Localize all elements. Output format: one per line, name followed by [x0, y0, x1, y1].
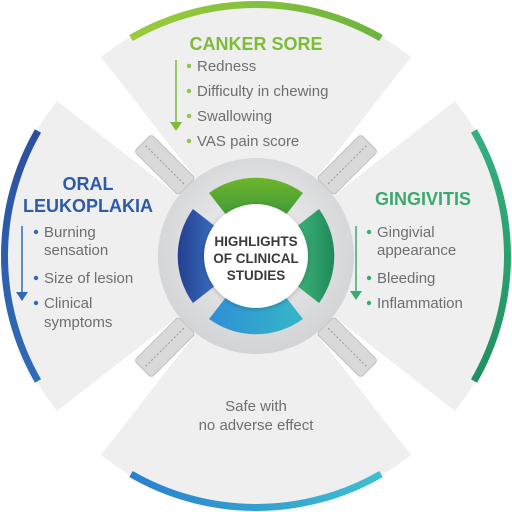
canker-sore-items: Redness Difficulty in chewing Swallowing…: [186, 58, 328, 150]
canker-sore-item: Swallowing: [197, 108, 272, 125]
hub-ring: [158, 158, 354, 354]
center-label: HIGHLIGHTS OF CLINICAL STUDIES: [213, 234, 299, 283]
left-sector: [3, 101, 257, 411]
oral-leukoplakia-arrow-icon: [16, 292, 28, 301]
oral-leukoplakia-section: ORAL LEUKOPLAKIA Burning sensation Size …: [16, 174, 153, 331]
safety-line-1: Safe with: [225, 398, 287, 415]
gingivitis-title: GINGIVITIS: [375, 189, 471, 209]
oral-leukoplakia-title-line-1: ORAL: [63, 174, 114, 194]
gingivitis-section: GINGIVITIS Gingivial appearance Bleeding…: [350, 189, 471, 312]
oral-leukoplakia-title-line-2: LEUKOPLAKIA: [23, 196, 153, 216]
center-line-3: STUDIES: [227, 268, 286, 283]
oral-leukoplakia-item: Burning: [44, 224, 96, 241]
tube-se: [317, 317, 377, 377]
canker-sore-title: CANKER SORE: [189, 34, 322, 54]
hub-left-segment: [177, 209, 216, 303]
bottom-arc: [129, 470, 383, 511]
oral-leukoplakia-item: Size of lesion: [44, 270, 133, 287]
gingivitis-item: appearance: [377, 242, 456, 259]
bottom-sector: [101, 256, 411, 509]
canker-sore-section: CANKER SORE Redness Difficulty in chewin…: [170, 34, 328, 150]
gingivitis-item: Bleeding: [377, 270, 435, 287]
oral-leukoplakia-item: symptoms: [44, 314, 112, 331]
left-arc: [1, 129, 42, 383]
oral-leukoplakia-items: Burning sensation Size of lesion Clinica…: [33, 224, 133, 331]
canker-sore-item: VAS pain score: [197, 133, 299, 150]
center-line-2: OF CLINICAL: [213, 251, 299, 266]
right-sector: [256, 101, 509, 411]
top-sector: [101, 3, 411, 257]
safety-section: Safe with no adverse effect: [199, 398, 315, 434]
top-arc: [129, 1, 383, 42]
gingivitis-arrow-icon: [350, 291, 362, 300]
hub-center: [204, 204, 308, 308]
gingivitis-item: Inflammation: [377, 295, 463, 312]
hub-right-segment: [296, 209, 335, 303]
canker-sore-item: Difficulty in chewing: [197, 83, 328, 100]
tube-ne: [317, 135, 377, 195]
canker-sore-item: Redness: [197, 58, 256, 75]
oral-leukoplakia-item: Clinical: [44, 295, 92, 312]
center-line-1: HIGHLIGHTS: [214, 234, 297, 249]
hub-top-segment: [209, 177, 303, 216]
gingivitis-item: Gingivial: [377, 224, 435, 241]
safety-line-2: no adverse effect: [199, 417, 315, 434]
oral-leukoplakia-item: sensation: [44, 242, 108, 259]
right-arc: [470, 129, 511, 383]
tube-sw: [135, 317, 195, 377]
canker-sore-arrow-icon: [170, 122, 182, 131]
gingivitis-items: Gingivial appearance Bleeding Inflammati…: [366, 224, 463, 312]
connector-tubes: [135, 135, 377, 377]
hub-bottom-segment: [209, 296, 303, 335]
sector-backgrounds: [3, 3, 509, 509]
